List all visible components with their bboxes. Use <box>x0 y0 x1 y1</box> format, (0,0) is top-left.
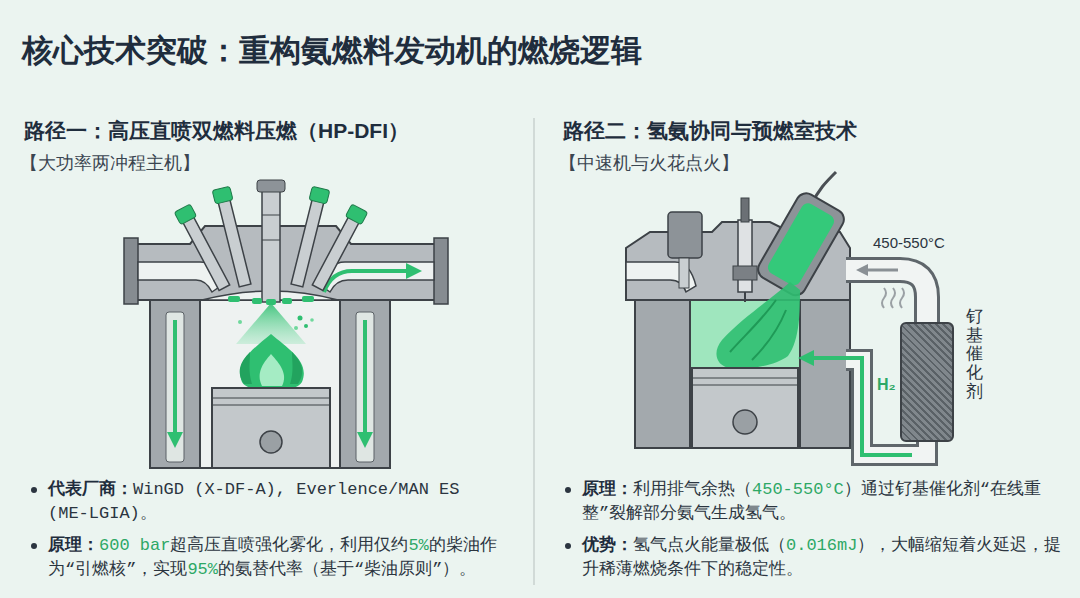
bullet-key: 原理： <box>582 480 633 499</box>
bullet-text: 氢气点火能量极低（ <box>633 536 786 555</box>
highlight-value: 600 bar <box>99 536 170 555</box>
column-divider <box>533 118 535 585</box>
page-title: 核心技术突破：重构氨燃料发动机的燃烧逻辑 <box>22 30 642 72</box>
bullet-item: 原理：利用排气余热（450-550°C）通过钌基催化剂“在线重整”裂解部分氨气生… <box>582 478 1062 525</box>
two-stroke-engine <box>124 180 448 468</box>
bullet-dot <box>31 487 37 493</box>
highlight-value: 450-550°C <box>752 480 844 499</box>
path-heading: 路径一：高压直喷双燃料压燃（HP-DFI） <box>24 117 409 145</box>
vertical-label: 钌基催化剂 <box>966 308 983 401</box>
bullet-item: 优势：氢气点火能量极低（0.016mJ），大幅缩短着火延迟，提升稀薄燃烧条件下的… <box>582 534 1062 581</box>
path-heading: 路径二：氢氨协同与预燃室技术 <box>563 117 857 145</box>
temperature-label: 450-550°C <box>873 234 945 251</box>
highlight-value: 5% <box>408 536 428 555</box>
bullet-item: 代表厂商：WinGD (X-DF-A), Everlence/MAN ES (M… <box>48 478 510 525</box>
bullet-text: 超高压直喷强化雾化，利用仅约 <box>170 536 408 555</box>
bullet-dot <box>565 487 571 493</box>
bullet-dot <box>31 543 37 549</box>
path-subheading: 【中速机与火花点火】 <box>559 151 739 175</box>
catalyst-block: 钌基催化剂 <box>900 322 954 442</box>
bullet-text: 的氨替代率（基于“柴油原则”）。 <box>218 560 476 579</box>
highlight-value: 95% <box>187 560 218 579</box>
four-stroke-engine <box>626 172 927 455</box>
bullet-text: 利用排气余热（ <box>633 480 752 499</box>
bullet-key: 代表厂商： <box>48 480 133 499</box>
bullet-key: 优势： <box>582 536 633 555</box>
bullet-key: 原理： <box>48 536 99 555</box>
hydrogen-label: H₂ <box>877 376 896 394</box>
bullet-dot <box>565 543 571 549</box>
highlight-value: 0.016mJ <box>786 536 857 555</box>
path-subheading: 【大功率两冲程主机】 <box>20 151 200 175</box>
bullet-item: 原理：600 bar超高压直喷强化雾化，利用仅约5%的柴油作为“引燃核”，实现9… <box>48 534 510 581</box>
